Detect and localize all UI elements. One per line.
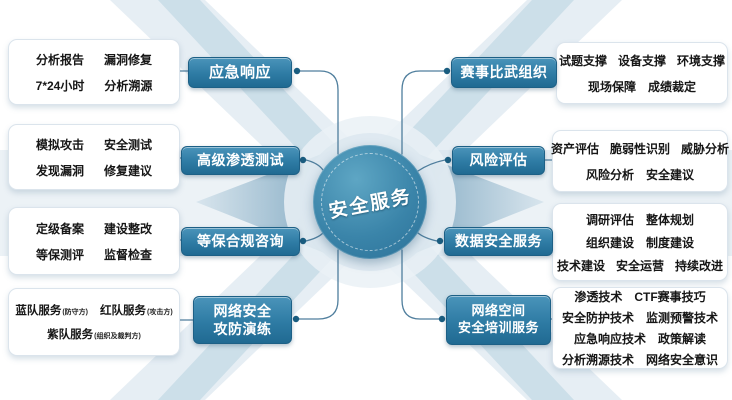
detail-item: 等保测评 bbox=[35, 247, 84, 262]
attack-defense-details-box: 蓝队服务(防守方) 红队服务(攻击方) 紫队服务(组织及裁判方) bbox=[8, 288, 180, 356]
node-compliance-consulting: 等保合规咨询 bbox=[181, 227, 300, 256]
detail-item: 安全建议 bbox=[646, 167, 695, 182]
detail-row: 分析报告 漏洞修复 bbox=[36, 51, 152, 68]
detail-item: 网络安全意识 bbox=[646, 353, 719, 367]
node-cybersecurity-training: 网络空间 安全培训服务 bbox=[446, 295, 551, 345]
detail-item: 分析报告 bbox=[35, 52, 84, 67]
detail-item: 蓝队服务(防守方) bbox=[15, 305, 88, 317]
detail-item: 威胁分析 bbox=[681, 141, 730, 156]
detail-item: 现场保障 bbox=[587, 79, 636, 94]
detail-item: 应急响应技术 bbox=[573, 332, 646, 346]
detail-row: 资产评估 脆弱性识别 威胁分析 bbox=[551, 140, 729, 157]
detail-item: 资产评估 bbox=[550, 141, 599, 156]
hub-security-services: 安全服务 bbox=[313, 145, 427, 259]
detail-item: 制度建设 bbox=[646, 235, 695, 250]
detail-item: 持续改进 bbox=[675, 258, 724, 273]
emergency-response-details-box: 分析报告 漏洞修复 7*24小时 分析溯源 bbox=[8, 39, 180, 105]
detail-row: 7*24小时 分析溯源 bbox=[36, 77, 153, 94]
node-competition-organization: 赛事比武组织 bbox=[451, 57, 557, 88]
detail-item: 脆弱性识别 bbox=[610, 141, 671, 156]
detail-row: 技术建设 安全运营 持续改进 bbox=[557, 257, 723, 274]
detail-item: 设备支撑 bbox=[617, 53, 666, 68]
competition-details-box: 试题支撑 设备支撑 环境支撑 现场保障 成绩裁定 bbox=[556, 42, 728, 104]
detail-item: CTF赛事技巧 bbox=[634, 290, 706, 304]
detail-row: 渗透技术 CTF赛事技巧 bbox=[574, 288, 705, 305]
detail-item: 风险分析 bbox=[585, 167, 634, 182]
detail-note: (防守方) bbox=[62, 309, 88, 316]
detail-item: 监测预警技术 bbox=[646, 311, 719, 325]
detail-item: 7*24小时 bbox=[35, 78, 85, 93]
detail-note: (攻击方) bbox=[147, 309, 173, 316]
detail-row: 紫队服务(组织及裁判方) bbox=[47, 326, 141, 342]
detail-item: 漏洞修复 bbox=[104, 52, 153, 67]
detail-row: 调研评估 整体规划 bbox=[586, 211, 694, 228]
compliance-details-box: 定级备案 建设整改 等保测评 监督检查 bbox=[8, 207, 180, 275]
detail-item: 安全测试 bbox=[104, 137, 153, 152]
node-data-security-service: 数据安全服务 bbox=[444, 227, 553, 256]
detail-item: 修复建议 bbox=[104, 163, 153, 178]
detail-item: 组织建设 bbox=[585, 235, 634, 250]
detail-row: 发现漏洞 修复建议 bbox=[36, 162, 152, 179]
node-attack-defense-drill: 网络安全 攻防演练 bbox=[193, 296, 292, 344]
detail-row: 风险分析 安全建议 bbox=[586, 166, 694, 183]
risk-assessment-details-box: 资产评估 脆弱性识别 威胁分析 风险分析 安全建议 bbox=[551, 130, 729, 192]
node-risk-assessment: 风险评估 bbox=[452, 146, 545, 175]
detail-item: 安全防护技术 bbox=[561, 311, 634, 325]
detail-item: 分析溯源技术 bbox=[561, 353, 634, 367]
node-advanced-penetration-test: 高级渗透测试 bbox=[181, 146, 300, 175]
detail-item: 技术建设 bbox=[556, 258, 605, 273]
detail-item: 监督检查 bbox=[104, 247, 153, 262]
penetration-test-details-box: 模拟攻击 安全测试 发现漏洞 修复建议 bbox=[8, 124, 180, 190]
detail-row: 安全防护技术 监测预警技术 bbox=[562, 309, 718, 326]
detail-item: 渗透技术 bbox=[574, 290, 623, 304]
detail-row: 应急响应技术 政策解读 bbox=[574, 330, 706, 347]
detail-item: 定级备案 bbox=[35, 221, 84, 236]
detail-row: 模拟攻击 安全测试 bbox=[36, 136, 152, 153]
detail-item: 发现漏洞 bbox=[35, 163, 84, 178]
detail-item: 模拟攻击 bbox=[35, 137, 84, 152]
data-security-details-box: 调研评估 整体规划 组织建设 制度建设 技术建设 安全运营 持续改进 bbox=[552, 203, 728, 281]
detail-row: 蓝队服务(防守方) 红队服务(攻击方) bbox=[15, 302, 172, 318]
hub-dashed-ring bbox=[321, 153, 419, 251]
detail-row: 组织建设 制度建设 bbox=[586, 234, 694, 251]
detail-item: 分析溯源 bbox=[104, 78, 153, 93]
detail-item: 成绩裁定 bbox=[648, 79, 697, 94]
node-emergency-response: 应急响应 bbox=[188, 57, 292, 88]
detail-row: 等保测评 监督检查 bbox=[36, 246, 152, 263]
detail-item: 紫队服务(组织及裁判方) bbox=[47, 329, 141, 341]
detail-item: 建设整改 bbox=[104, 221, 153, 236]
detail-row: 试题支撑 设备支撑 环境支撑 bbox=[559, 52, 725, 69]
detail-row: 现场保障 成绩裁定 bbox=[588, 78, 696, 95]
detail-row: 分析溯源技术 网络安全意识 bbox=[562, 351, 718, 368]
detail-row: 定级备案 建设整改 bbox=[36, 220, 152, 237]
detail-item: 红队服务(攻击方) bbox=[100, 305, 173, 317]
detail-item: 环境支撑 bbox=[677, 53, 726, 68]
detail-item: 调研评估 bbox=[585, 212, 634, 227]
detail-note: (组织及裁判方) bbox=[94, 333, 141, 340]
detail-item: 安全运营 bbox=[615, 258, 664, 273]
training-details-box: 渗透技术 CTF赛事技巧 安全防护技术 监测预警技术 应急响应技术 政策解读 分… bbox=[552, 287, 728, 369]
detail-item: 整体规划 bbox=[646, 212, 695, 227]
detail-item: 政策解读 bbox=[658, 332, 707, 346]
detail-item: 试题支撑 bbox=[558, 53, 607, 68]
